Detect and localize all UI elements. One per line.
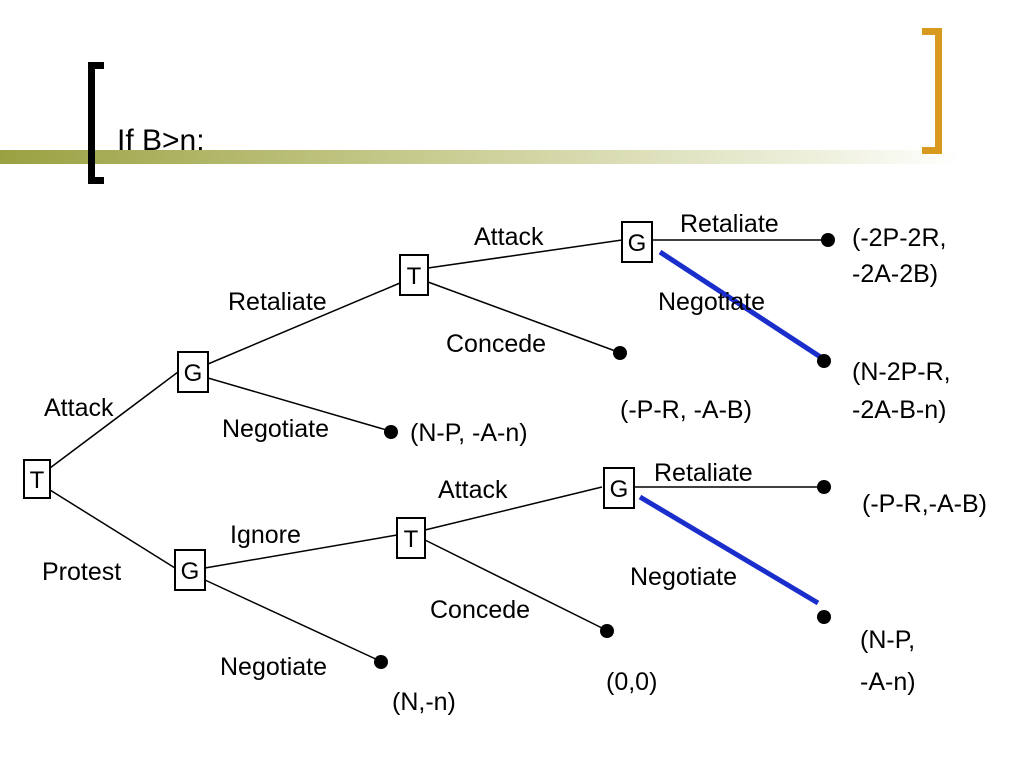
edge-label-concede: Concede [446, 330, 546, 358]
edge-label-retaliate: Retaliate [680, 210, 779, 238]
edge-t1-concede [427, 281, 619, 353]
edge-label-retaliate: Retaliate [654, 459, 753, 487]
node-label: G [181, 558, 200, 585]
payoff-label: (-P-R,-A-B) [862, 490, 987, 518]
payoff-label: -2A-B-n) [852, 396, 946, 424]
edge-root-protest [49, 489, 176, 569]
payoff-label: (N-2P-R, [852, 358, 951, 386]
terminal-dot [374, 655, 388, 669]
payoff-label: (-2P-2R, [852, 224, 946, 252]
terminal-dot [817, 354, 831, 368]
edge-root-attack [49, 371, 179, 469]
payoff-label: -A-n) [860, 668, 916, 696]
node-g-after-attack: G [177, 351, 209, 393]
edge-g4-negotiate-highlight [638, 494, 820, 606]
edge-label-negotiate: Negotiate [630, 563, 737, 591]
edge-g1-negotiate [207, 377, 391, 432]
edge-label-retaliate: Retaliate [228, 288, 327, 316]
node-root-t: T [23, 459, 51, 499]
edge-t1-attack [427, 239, 623, 269]
terminal-dot [817, 480, 831, 494]
terminal-dot [613, 346, 627, 360]
decorative-title-bar [0, 150, 960, 164]
payoff-label: (-P-R, -A-B) [620, 396, 752, 424]
terminal-dot [384, 425, 398, 439]
node-label: T [404, 526, 419, 553]
terminal-dot [600, 624, 614, 638]
edge-t2-concede [424, 539, 607, 631]
payoff-label: (N-P, -A-n) [410, 419, 528, 447]
edge-label-negotiate: Negotiate [222, 415, 329, 443]
slide-title: If B>n: [117, 124, 205, 157]
node-g-after-second-attack: G [621, 221, 653, 263]
edge-label-negotiate: Negotiate [220, 653, 327, 681]
edge-g1-retaliate [207, 282, 401, 365]
terminal-dot [821, 233, 835, 247]
right-bracket-decoration [922, 28, 942, 154]
node-label: G [610, 476, 629, 503]
node-t-after-ignore: T [396, 517, 426, 559]
left-bracket-decoration [88, 62, 104, 184]
edge-label-attack: Attack [474, 223, 544, 251]
node-t-after-retaliate: T [399, 254, 429, 296]
edge-g3-ignore [204, 534, 398, 569]
node-label: T [30, 467, 45, 494]
node-label: T [407, 263, 422, 290]
edge-label-negotiate: Negotiate [658, 288, 765, 316]
payoff-label: (N,-n) [392, 688, 456, 716]
node-g-after-protest: G [174, 549, 206, 591]
edge-t2-attack [424, 486, 603, 531]
edge-g2-negotiate-highlight [658, 249, 824, 361]
node-label: G [628, 230, 647, 257]
edge-label-concede: Concede [430, 596, 530, 624]
payoff-label: -2A-2B) [852, 260, 938, 288]
node-g-after-third-attack: G [603, 467, 635, 509]
terminal-dot [817, 610, 831, 624]
payoff-label: (0,0) [606, 668, 657, 696]
payoff-label: (N-P, [860, 626, 915, 654]
node-label: G [184, 360, 203, 387]
edge-g3-negotiate [204, 579, 381, 662]
edge-label-attack: Attack [44, 394, 114, 422]
edge-label-protest: Protest [42, 558, 121, 586]
edge-label-ignore: Ignore [230, 521, 301, 549]
edge-label-attack: Attack [438, 476, 508, 504]
